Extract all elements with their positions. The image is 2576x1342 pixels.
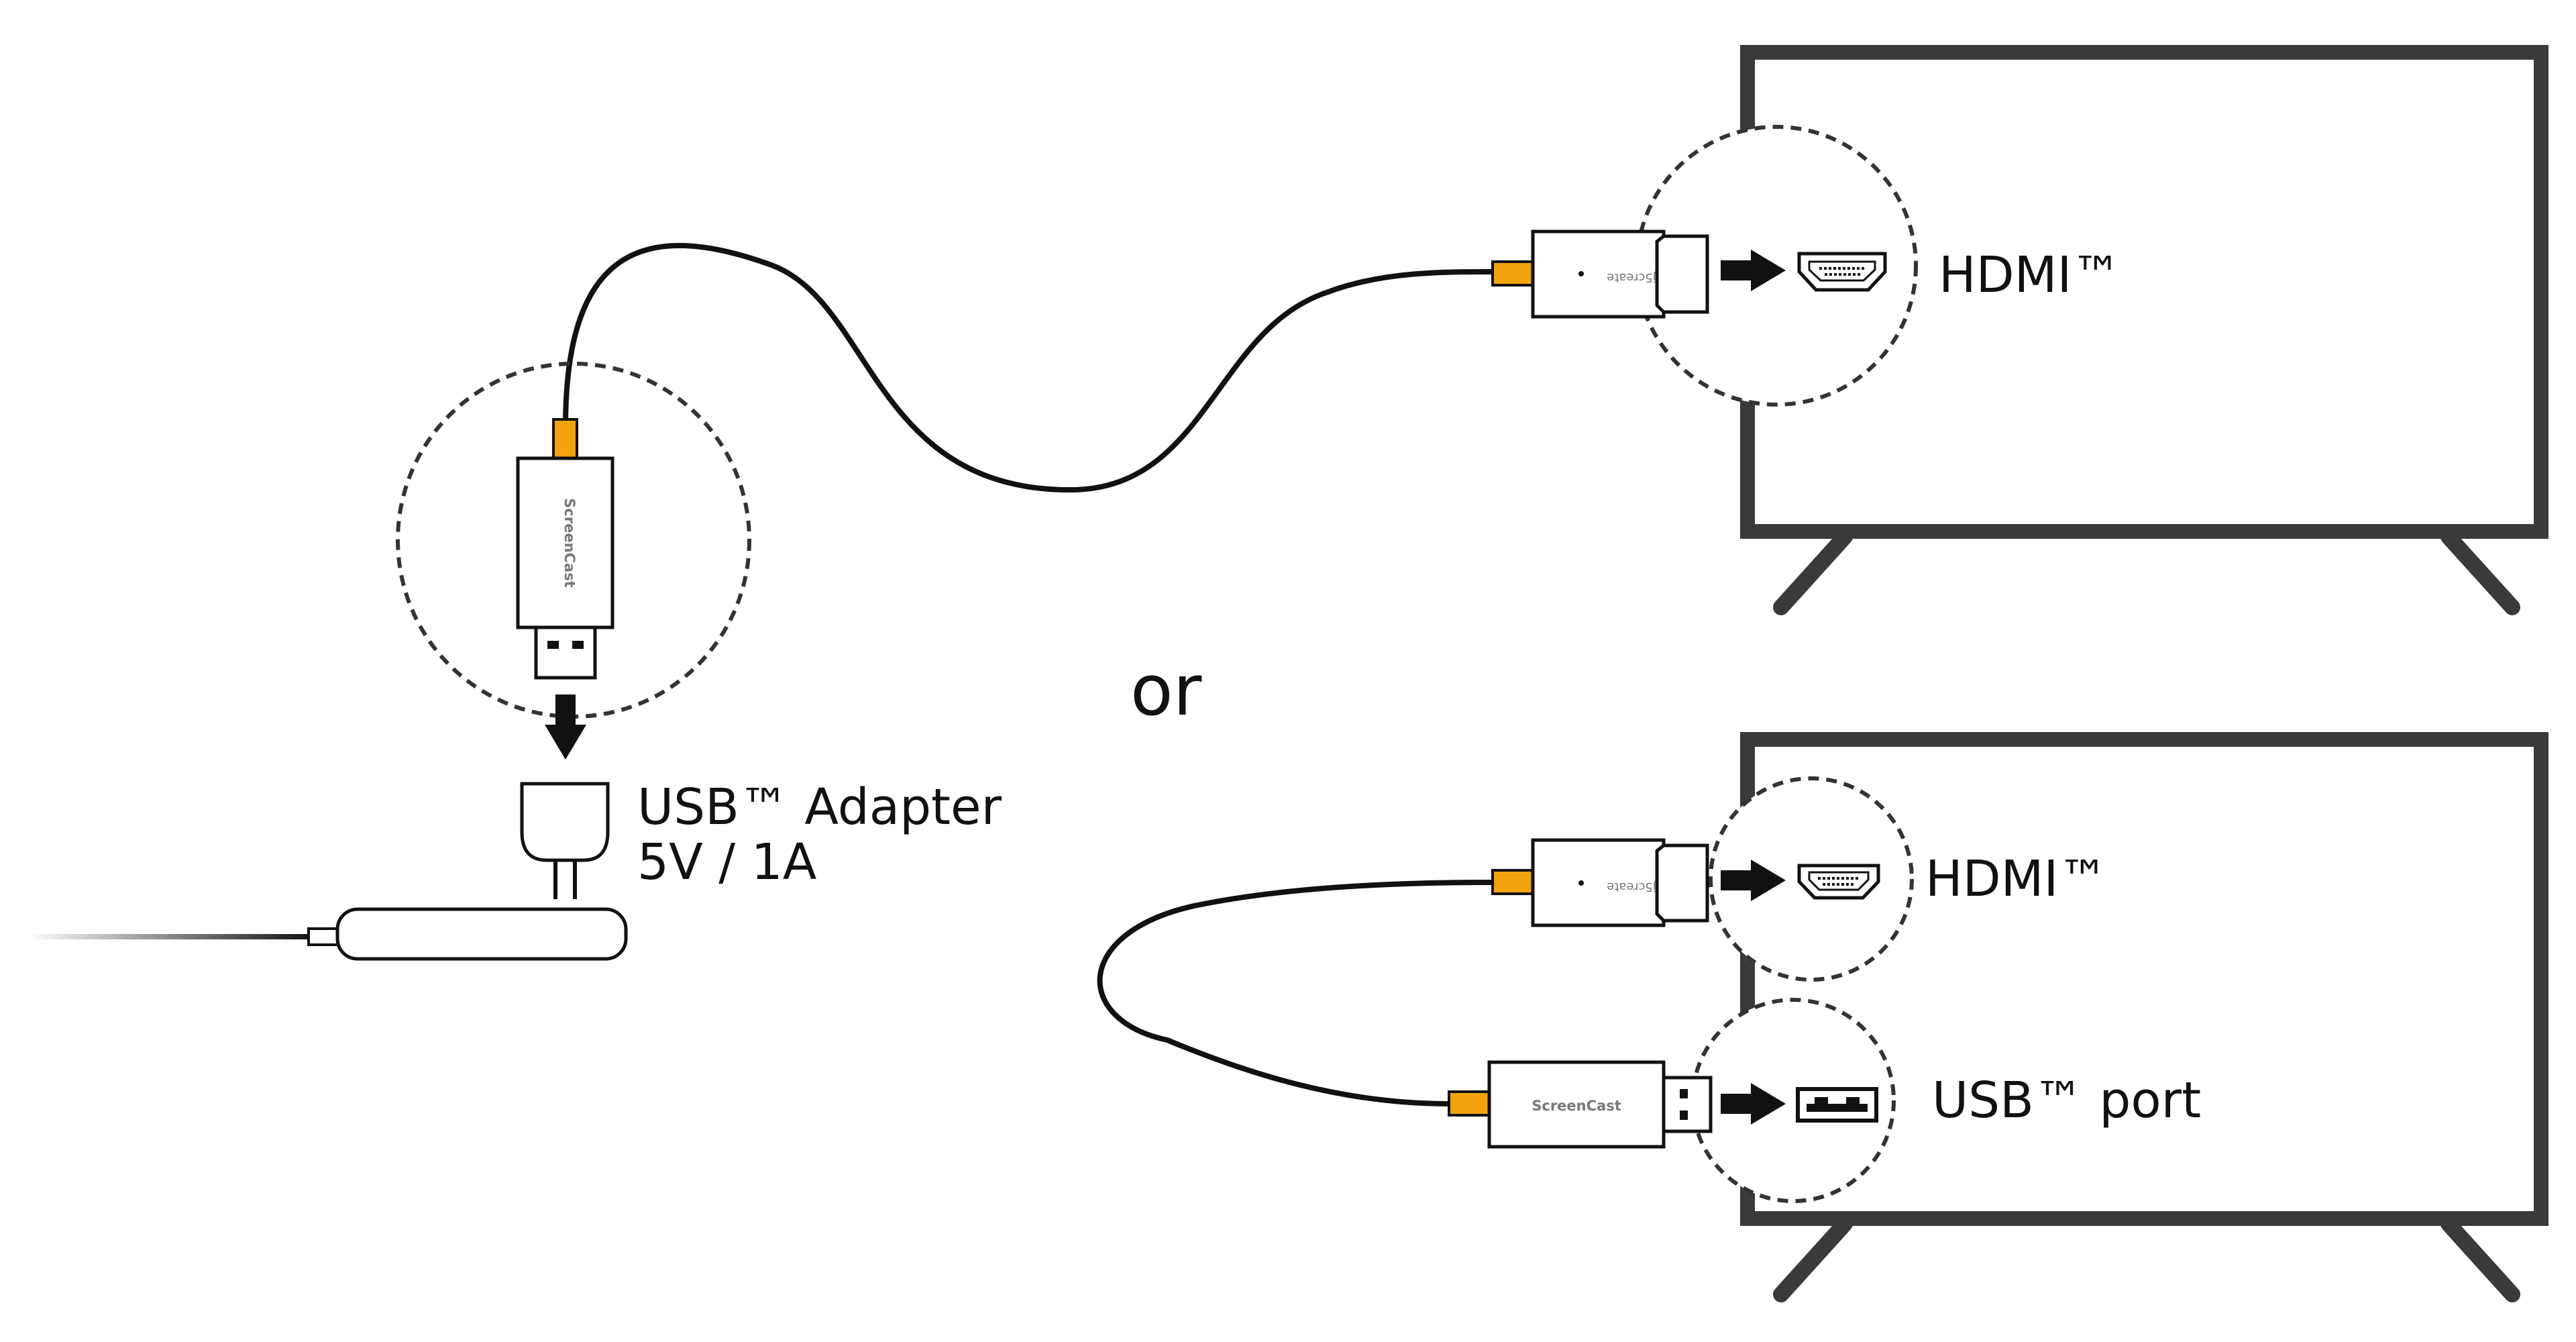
adapter-label-line1: USB™ Adapter (637, 778, 1002, 836)
tv-icon-bottom (1740, 732, 2548, 1302)
usb-port-icon (1796, 1087, 1878, 1123)
hdmi-port-icon (1797, 864, 1880, 900)
hdmi-dongle-bottom: j5create (1491, 776, 1914, 982)
arrow-right-icon (1721, 860, 1786, 901)
or-label: or (1130, 650, 1202, 731)
hdmi-dongle-top: j5create (1491, 125, 1918, 407)
arrow-down-icon (545, 694, 586, 760)
brand-label-top: j5create (1607, 270, 1657, 285)
hdmi-label-bottom: HDMI™ (1925, 850, 2108, 908)
wall-plug-icon (520, 782, 610, 899)
power-strip (27, 907, 628, 961)
screencast-dongle-left: ScreenCast (396, 362, 751, 760)
adapter-label-line2: 5V / 1A (637, 833, 817, 891)
usb-port-label: USB™ port (1932, 1072, 2201, 1129)
arrow-right-icon (1721, 250, 1786, 291)
arrow-right-icon (1721, 1083, 1786, 1125)
cable-top (563, 243, 1495, 493)
screencast-label-bottom: ScreenCast (1532, 1098, 1621, 1114)
usb-dongle-bottom: ScreenCast (1448, 998, 1896, 1203)
hdmi-port-icon (1797, 252, 1887, 292)
cable-bottom (1097, 880, 1495, 1106)
screencast-label-left: ScreenCast (561, 498, 578, 588)
brand-label-bottom: j5create (1607, 880, 1657, 894)
hdmi-label-top: HDMI™ (1939, 246, 2121, 304)
